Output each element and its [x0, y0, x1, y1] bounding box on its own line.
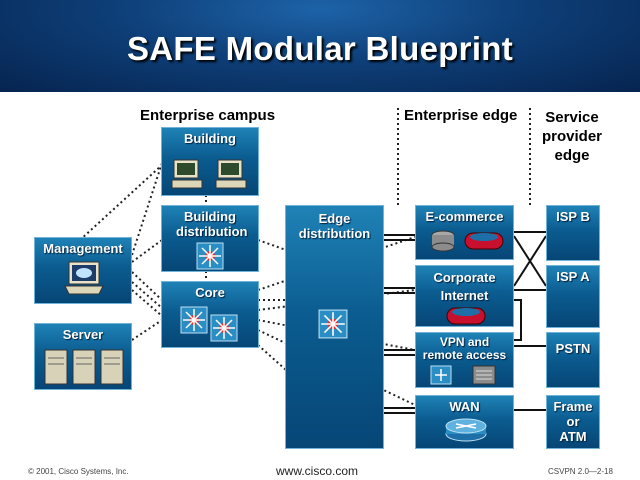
- server-disk-icon: [431, 230, 455, 252]
- vpn-concentrator-icon: [430, 365, 452, 385]
- server-module: Server: [34, 323, 132, 390]
- title-bar: SAFE Modular Blueprint: [0, 0, 640, 92]
- multilayer-switch-icon: [196, 242, 224, 270]
- section-service-provider-edge: Service provider edge: [541, 109, 602, 164]
- server-label: Server: [62, 327, 104, 342]
- mgmt-core-link: [131, 271, 163, 301]
- isp-a-label: ISP A: [556, 269, 590, 284]
- mgmt-building-link: [131, 162, 163, 256]
- pstn-label: PSTN: [555, 341, 591, 356]
- corporate-internet-label: Corporate Internet: [433, 270, 496, 303]
- ecommerce-label: E-commerce: [425, 209, 504, 224]
- mgmt-dist-link: [131, 239, 163, 263]
- server-rack-icon: [44, 349, 124, 385]
- management-label: Management: [43, 241, 123, 256]
- ecommerce-module: E-commerce: [415, 205, 514, 260]
- building-module: Building: [161, 127, 259, 196]
- corporate-internet-module: Corporate Internet: [415, 265, 514, 327]
- multilayer-switch-icon: [210, 314, 238, 342]
- vpn-remote-access-module: VPN and remote access: [415, 332, 514, 388]
- access-server-icon: [472, 365, 496, 385]
- wan-label: WAN: [449, 399, 480, 414]
- frame-atm-module: Frame or ATM: [546, 395, 600, 449]
- workstation-icon: [171, 159, 203, 189]
- frame-atm-label: Frame or ATM: [553, 399, 593, 444]
- vpn-label: VPN and remote access: [422, 335, 507, 362]
- server-core-link: [131, 319, 163, 341]
- slide-title: SAFE Modular Blueprint: [126, 30, 514, 67]
- wan-module: WAN: [415, 395, 514, 449]
- edge-distribution-label: Edge distribution: [298, 211, 371, 241]
- building-label: Building: [184, 131, 236, 146]
- building-distribution-label: Building distribution: [176, 209, 248, 239]
- workstation-icon: [215, 159, 247, 189]
- section-enterprise-edge: Enterprise edge: [404, 107, 518, 124]
- isp-b-label: ISP B: [556, 209, 590, 224]
- management-station-icon: [64, 261, 104, 295]
- isp-b-module: ISP B: [546, 205, 600, 261]
- multilayer-switch-icon: [180, 306, 208, 334]
- edge-distribution-module: Edge distribution: [285, 205, 384, 449]
- core-label: Core: [195, 285, 225, 300]
- footer-url: www.cisco.com: [276, 464, 359, 478]
- router-icon: [445, 418, 487, 442]
- multilayer-switch-icon: [318, 309, 348, 339]
- firewall-icon: [446, 307, 486, 325]
- copyright-text: © 2001, Cisco Systems, Inc.: [28, 467, 129, 476]
- pstn-module: PSTN: [546, 332, 600, 388]
- course-code: CSVPN 2.0—2-18: [548, 467, 613, 476]
- firewall-icon: [464, 232, 504, 250]
- isp-a-module: ISP A: [546, 265, 600, 328]
- management-module: Management: [34, 237, 132, 304]
- section-enterprise-campus: Enterprise campus: [140, 107, 276, 124]
- core-module: Core: [161, 281, 259, 348]
- building-distribution-module: Building distribution: [161, 205, 259, 272]
